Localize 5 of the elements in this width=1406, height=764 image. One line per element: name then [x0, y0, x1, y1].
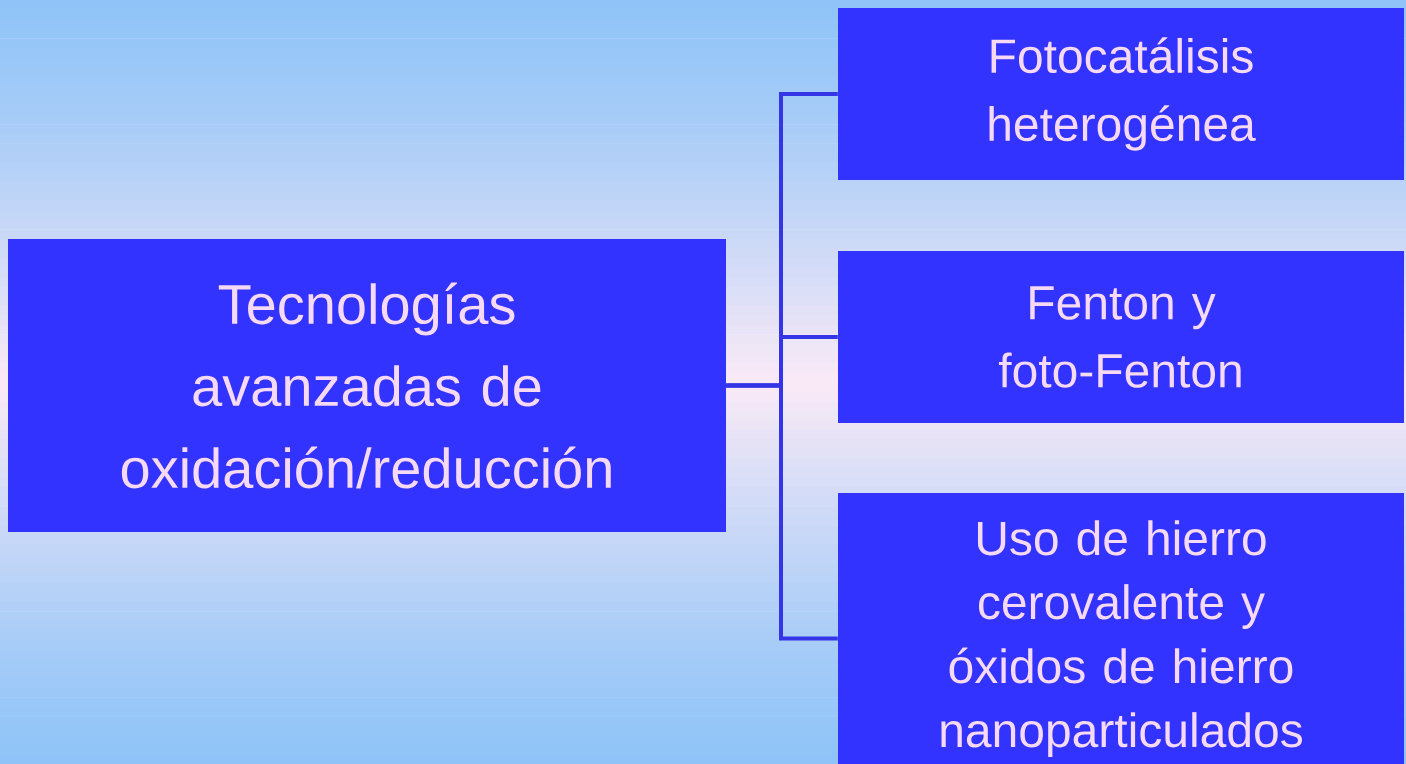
- process-box: Tecnologías avanzadas de oxidación/reducción: [8, 239, 726, 532]
- process-box: Fotocatálisis heterogénea: [838, 8, 1404, 180]
- connector-line: [726, 383, 838, 641]
- process-box: Fenton y foto-Fenton: [838, 251, 1404, 423]
- process-box: Uso de hierro cerovalente y óxidos de hierro nanoparticulados: [838, 493, 1404, 764]
